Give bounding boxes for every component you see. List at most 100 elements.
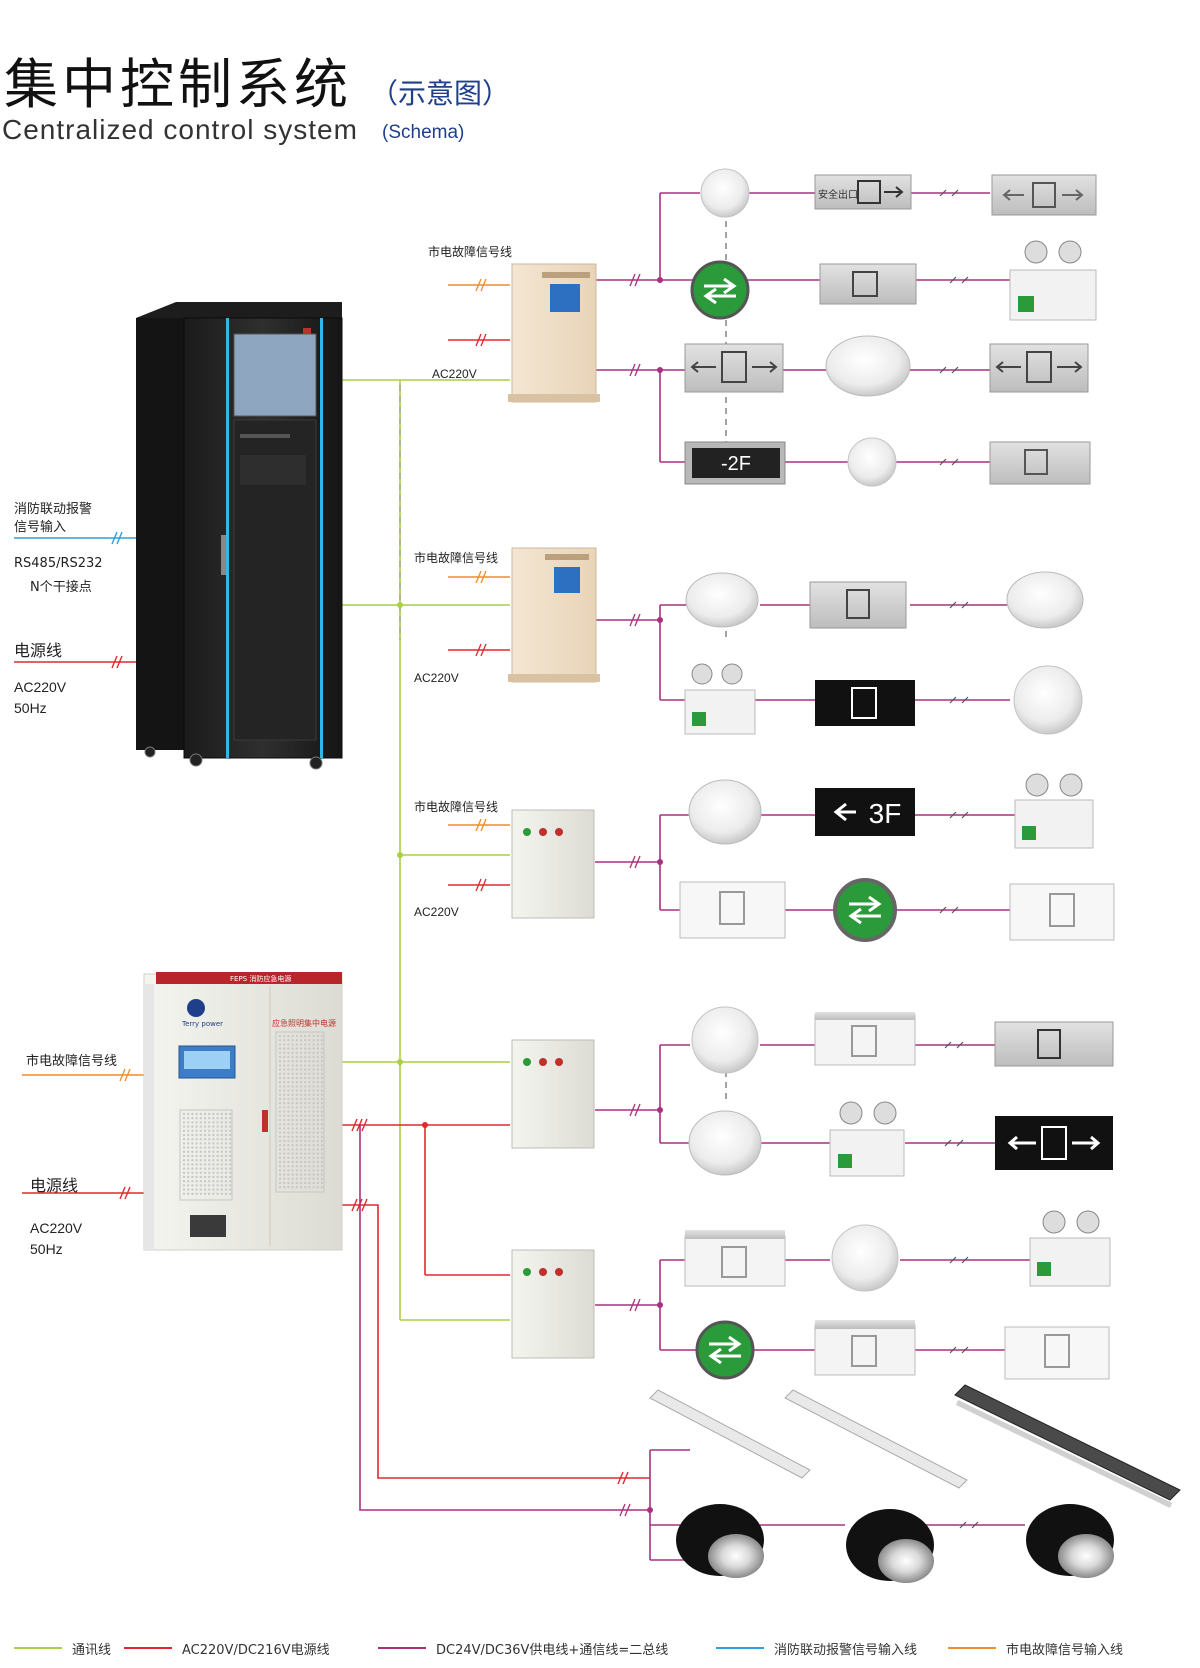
vent-dot [320, 1076, 324, 1080]
vent-dot [212, 1192, 215, 1196]
vent-dot [203, 1142, 207, 1145]
vent-dot [291, 1034, 294, 1038]
eps-header-label: FEPS 消防应急电源 [230, 975, 292, 983]
vent-dot [312, 1093, 315, 1097]
fire-alarm-label-line2: 信号输入 [14, 520, 67, 535]
power-voltage-label: AC220V [14, 679, 67, 695]
vent-dot [295, 1118, 298, 1122]
vent-dot [320, 1173, 324, 1176]
vent-dot [312, 1139, 315, 1143]
legend-label: 消防联动报警信号输入线 [774, 1642, 918, 1658]
vent-dot [220, 1121, 223, 1124]
vent-dot [291, 1114, 294, 1118]
vent-dot [308, 1186, 311, 1189]
vent-dot [308, 1144, 311, 1147]
vent-dot [287, 1123, 290, 1126]
vent-dot [182, 1150, 186, 1154]
vent-dot [299, 1144, 303, 1147]
vent-dot [195, 1171, 198, 1175]
vent-dot [320, 1131, 324, 1134]
spotlight-icon [1026, 1504, 1114, 1578]
vent-dot [295, 1110, 298, 1113]
vent-dot [304, 1177, 307, 1181]
vent-dot [320, 1144, 324, 1147]
vent-dot [312, 1047, 315, 1050]
vent-dot [299, 1131, 303, 1134]
vent-dot [224, 1150, 228, 1154]
vent-dot [291, 1068, 294, 1071]
vent-dot [283, 1139, 286, 1143]
vent-dot [291, 1160, 294, 1164]
vent-dot [287, 1093, 290, 1097]
exit-sign-icon [989, 343, 1089, 393]
vent-dot [299, 1089, 303, 1092]
vent-dot [195, 1150, 198, 1154]
vent-dot [295, 1072, 298, 1076]
page-title-subtitle: （示意图） [370, 77, 511, 110]
vent-dot [316, 1060, 319, 1063]
vent-dot [187, 1133, 190, 1137]
vent-dot [191, 1171, 194, 1175]
vent-dot [291, 1169, 294, 1172]
vent-dot [308, 1072, 311, 1076]
vent-dot [278, 1131, 282, 1134]
vent-dot [278, 1102, 282, 1105]
vent-dot [199, 1180, 202, 1183]
vent-dot [212, 1129, 215, 1133]
vent-dot [320, 1110, 324, 1113]
vent-dot [304, 1043, 307, 1046]
vent-dot [278, 1181, 282, 1185]
vent-dot [278, 1055, 282, 1059]
vent-dot [295, 1135, 298, 1139]
fire-alarm-label-line1: 消防联动报警 [14, 502, 93, 517]
legend-swatch [14, 1647, 62, 1649]
vent-dot [283, 1148, 286, 1151]
vent-dot [312, 1089, 315, 1092]
vent-dot [229, 1171, 232, 1175]
vent-dot [229, 1138, 232, 1141]
distribution-box-2 [508, 547, 600, 683]
mains-fault-label-left: 市电故障信号线 [26, 1054, 118, 1069]
vent-dot [195, 1121, 198, 1124]
vent-dot [283, 1110, 286, 1113]
vent-dot [195, 1112, 198, 1116]
vent-dot [287, 1135, 290, 1139]
vent-dot [312, 1156, 315, 1160]
vent-dot [295, 1039, 298, 1042]
vent-dot [304, 1186, 307, 1189]
vent-dot [191, 1188, 194, 1191]
vent-dot [291, 1181, 294, 1185]
vent-dot [224, 1163, 228, 1166]
eps-vent-left [179, 1109, 233, 1201]
vent-dot [278, 1043, 282, 1046]
vent-dot [316, 1165, 319, 1168]
vent-dot [287, 1068, 290, 1071]
vent-dot [299, 1068, 303, 1071]
vent-dot [316, 1156, 319, 1160]
twin-head-emergency-light-icon [1009, 240, 1097, 321]
vent-dot [216, 1154, 219, 1158]
vent-dot [191, 1192, 194, 1196]
vent-dot [195, 1188, 198, 1191]
vent-dot [299, 1051, 303, 1055]
vent-dot [229, 1167, 232, 1170]
vent-dot [291, 1097, 294, 1101]
vent-dot [299, 1156, 303, 1160]
vent-dot [224, 1192, 228, 1196]
vent-dot [187, 1121, 190, 1124]
continuation-dashes [939, 189, 979, 1529]
vent-dot [187, 1129, 190, 1133]
vent-dot [308, 1152, 311, 1155]
vent-dot [312, 1165, 315, 1168]
vent-dot [283, 1039, 286, 1042]
vent-dot [304, 1055, 307, 1059]
vent-dot [216, 1125, 219, 1128]
linear-tube-light-icon [649, 1389, 811, 1479]
vent-dot [187, 1171, 190, 1175]
floor-direction-sign-icon [695, 1320, 755, 1380]
vent-dot [229, 1142, 232, 1145]
vent-dot [308, 1051, 311, 1055]
vent-dot [216, 1163, 219, 1166]
vent-dot [203, 1112, 207, 1116]
vent-dot [295, 1165, 298, 1168]
